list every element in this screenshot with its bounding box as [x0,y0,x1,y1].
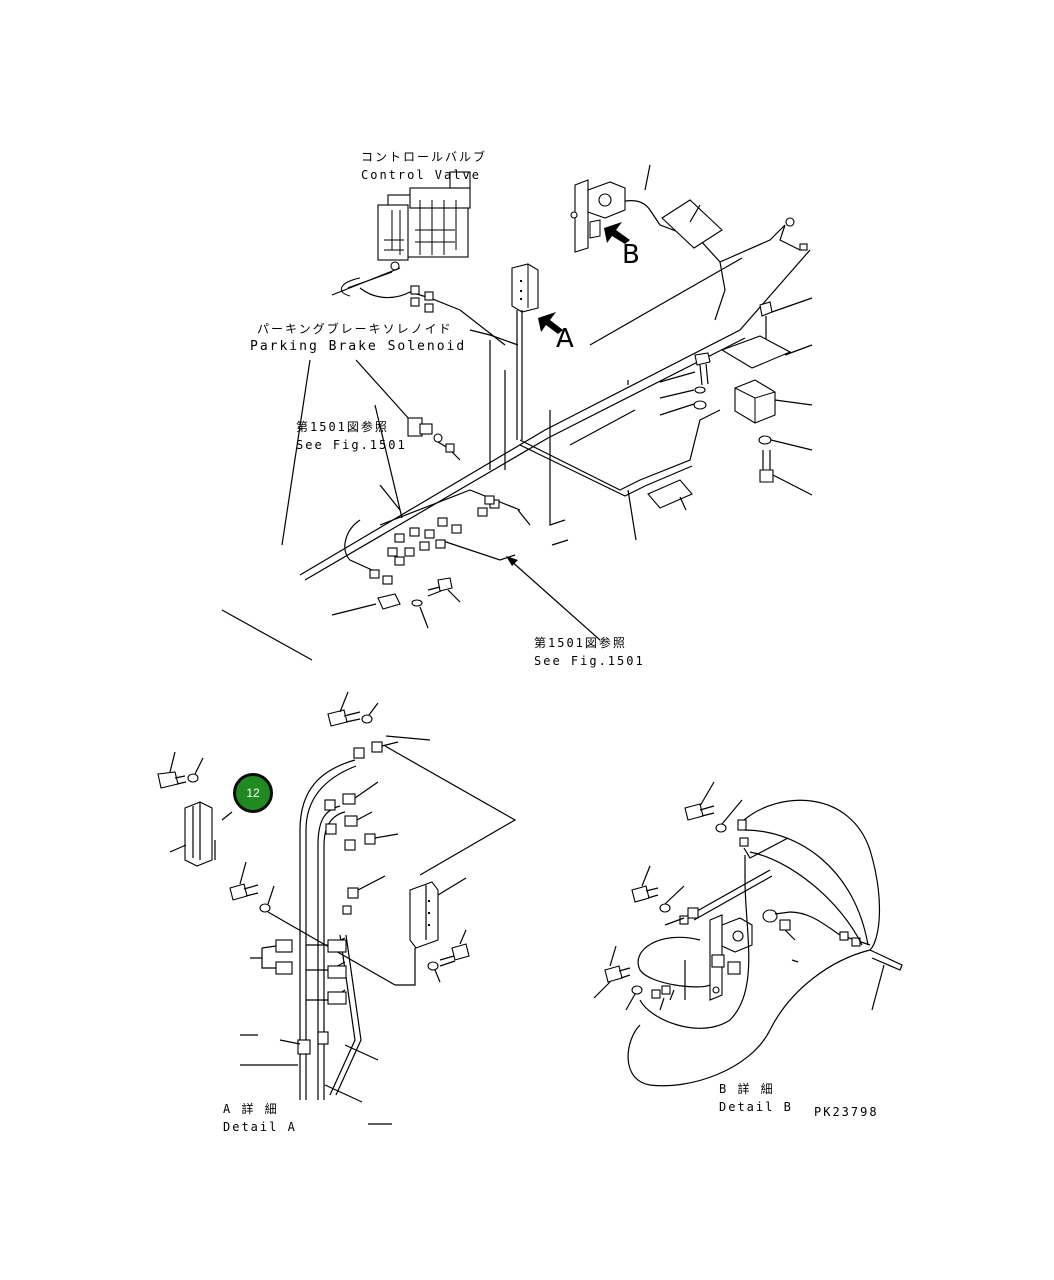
detail-b-view [593,781,903,1087]
connector-group-1 [410,285,434,313]
detail-a-label-en: Detail A [223,1120,297,1134]
bolt-mid [694,352,711,386]
bracket-stem [516,310,523,440]
detail-a-label-jp: A 詳 細 [223,1102,279,1116]
leader-r4 [770,439,813,451]
control-valve-label-jp: コントロールバルブ [361,150,488,164]
see-fig-leader-2 [509,559,601,641]
control-valve-part [377,171,471,271]
parking-brake-solenoid [407,417,443,443]
parking-brake-label-en: Parking Brake Solenoid [250,339,467,354]
arrow-b-icon [604,222,630,244]
leader-bolt-lower [447,589,461,603]
right-bolt-bottom [759,450,774,483]
clamp-plate-upper [661,199,723,249]
callout-12-badge[interactable]: 12 [233,773,273,813]
leader-clamp-lower [679,496,687,511]
leader-solenoid-long [281,359,311,546]
solenoid-leader [355,359,411,421]
harness-lower-right [439,539,516,561]
frame-line-2 [569,409,636,446]
harness-main-top [299,249,811,576]
see-fig-label-jp-1: 第1501図参照 [296,420,389,434]
see-fig-leader-1 [374,404,403,519]
detail-b-label-en: Detail B [719,1100,793,1114]
solenoid-connector [445,443,455,453]
arrow-a-label: A [556,324,574,354]
control-valve-wire [340,277,361,297]
leader-m1 [659,371,696,383]
see-fig-label-en-1: See Fig.1501 [296,438,407,452]
parking-brake-label-jp: パーキングブレーキソレノイド [257,322,453,336]
harness-to-b-end [719,224,801,263]
leader-r2 [784,344,813,356]
harness-tail [517,509,531,526]
callout-number: 12 [246,786,260,800]
right-plate [720,335,792,369]
harness-main-second [304,337,746,581]
harness-lower-left [344,519,373,571]
leader-washer-lower [419,606,429,629]
clamp-leaders [644,164,701,223]
connector-cluster [369,495,500,585]
harness-lower-mid [379,489,521,526]
leader-r5 [772,474,813,496]
leader-m2 [659,389,695,416]
valve-b-part [570,179,626,253]
arrow-a-icon [538,312,563,334]
frame-line-1 [589,257,743,346]
relay-part [377,593,401,610]
see-fig-label-jp-2: 第1501図参照 [534,636,627,650]
leader-r3 [774,399,813,406]
harness-right-branch-2 [519,444,693,497]
right-washer [758,435,772,445]
control-valve-label-en: Control Valve [361,168,481,182]
arrow-b-label: B [622,240,640,270]
detail-a-view [157,691,517,1125]
frame-verticals [489,340,506,470]
clamp-plate-lower [647,479,693,509]
connector-b-end [799,243,808,251]
harness-right-branch [519,409,721,491]
leader-harness [627,489,637,541]
main-bracket [511,263,539,313]
leader-relay [331,603,377,616]
control-valve-leader [331,267,401,296]
frame-vertical-right [549,410,566,526]
bolt-lower [427,577,453,597]
leader-r1 [771,297,813,313]
see-fig-label-en-2: See Fig.1501 [534,654,645,668]
ring-terminal [785,217,795,227]
detail-b-label-jp: B 詳 細 [719,1082,775,1096]
right-box [734,379,776,424]
see-fig-arrowhead [506,556,518,566]
frame-line-left [221,609,313,661]
washer-m1 [694,386,706,394]
frame-tick [551,539,569,546]
part-code-label: PK23798 [814,1105,879,1119]
washer-lower [411,599,423,607]
harness-upper [469,329,519,346]
washer-m2 [693,400,707,410]
